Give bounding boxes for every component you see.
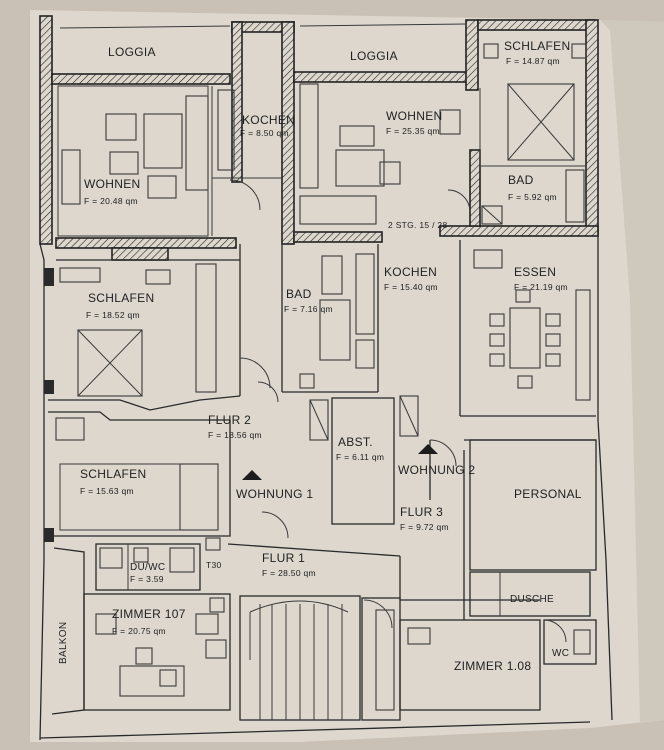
stairs xyxy=(249,600,349,720)
room-name: ZIMMER 107 xyxy=(112,607,186,621)
room-name: LOGGIA xyxy=(108,45,156,59)
room-area: F = 8.50 qm xyxy=(240,128,289,138)
room-area: F = 21.19 qm xyxy=(514,282,568,292)
t30-label: T30 xyxy=(206,560,222,570)
room-area: F = 28.50 qm xyxy=(262,568,316,578)
room-name: FLUR 1 xyxy=(262,551,305,565)
room-name: DUSCHE xyxy=(510,594,554,605)
room-name: ESSEN xyxy=(514,265,556,279)
partitions xyxy=(39,23,613,741)
room-labels: LOGGIA LOGGIA SCHLAFEN F = 14.87 qm KOCH… xyxy=(58,39,582,673)
room-name: FLUR 2 xyxy=(208,413,251,427)
room-name: WC xyxy=(552,648,569,659)
room-area: F = 25.35 qm xyxy=(386,126,440,136)
room-area: F = 7.16 qm xyxy=(284,304,333,314)
room-name: SCHLAFEN xyxy=(80,467,146,481)
room-area: F = 5.92 qm xyxy=(508,192,557,202)
room-name: FLUR 3 xyxy=(400,505,443,519)
room-area: F = 9.72 qm xyxy=(400,522,449,532)
room-area: F = 15.40 qm xyxy=(384,282,438,292)
room-area: F = 3.59 xyxy=(130,574,164,584)
paper-sheet xyxy=(30,10,664,742)
room-area: F = 6.11 qm xyxy=(336,452,384,462)
room-area: F = 15.63 qm xyxy=(80,486,134,496)
room-name: BAD xyxy=(508,173,534,187)
walls xyxy=(39,15,599,542)
door-swings xyxy=(229,179,567,643)
room-name: SCHLAFEN xyxy=(88,291,154,305)
room-name: DU/WC xyxy=(130,562,165,573)
wohnung-1-marker-icon xyxy=(242,470,262,480)
furniture xyxy=(55,43,591,711)
room-area: F = 20.75 qm xyxy=(112,626,166,636)
room-name: ABST. xyxy=(338,435,373,449)
annotations: 2 STG. 15 / 28 WOHNUNG 1 WOHNUNG 2 T30 xyxy=(206,220,475,570)
room-name: WOHNEN xyxy=(386,109,442,123)
room-name: ZIMMER 1.08 xyxy=(454,659,531,673)
room-area: F = 18.52 qm xyxy=(86,310,140,320)
room-name: WOHNEN xyxy=(84,177,140,191)
room-name: SCHLAFEN xyxy=(504,39,570,53)
room-name: LOGGIA xyxy=(350,49,398,63)
room-name: BALKON xyxy=(58,622,69,664)
room-area: F = 20.48 qm xyxy=(84,196,138,206)
wohnung-2-label: WOHNUNG 2 xyxy=(398,463,475,477)
room-name: KOCHEN xyxy=(384,265,437,279)
wohnung-2-marker-icon xyxy=(418,444,438,454)
room-area: F = 18.56 qm xyxy=(208,430,262,440)
room-name: KOCHEN xyxy=(242,113,295,127)
stairs-note: 2 STG. 15 / 28 xyxy=(388,220,447,230)
wohnung-1-label: WOHNUNG 1 xyxy=(236,487,313,501)
room-area: F = 14.87 qm xyxy=(506,56,560,66)
room-name: BAD xyxy=(286,287,312,301)
paper-shadow xyxy=(600,20,664,722)
room-name: PERSONAL xyxy=(514,487,582,501)
